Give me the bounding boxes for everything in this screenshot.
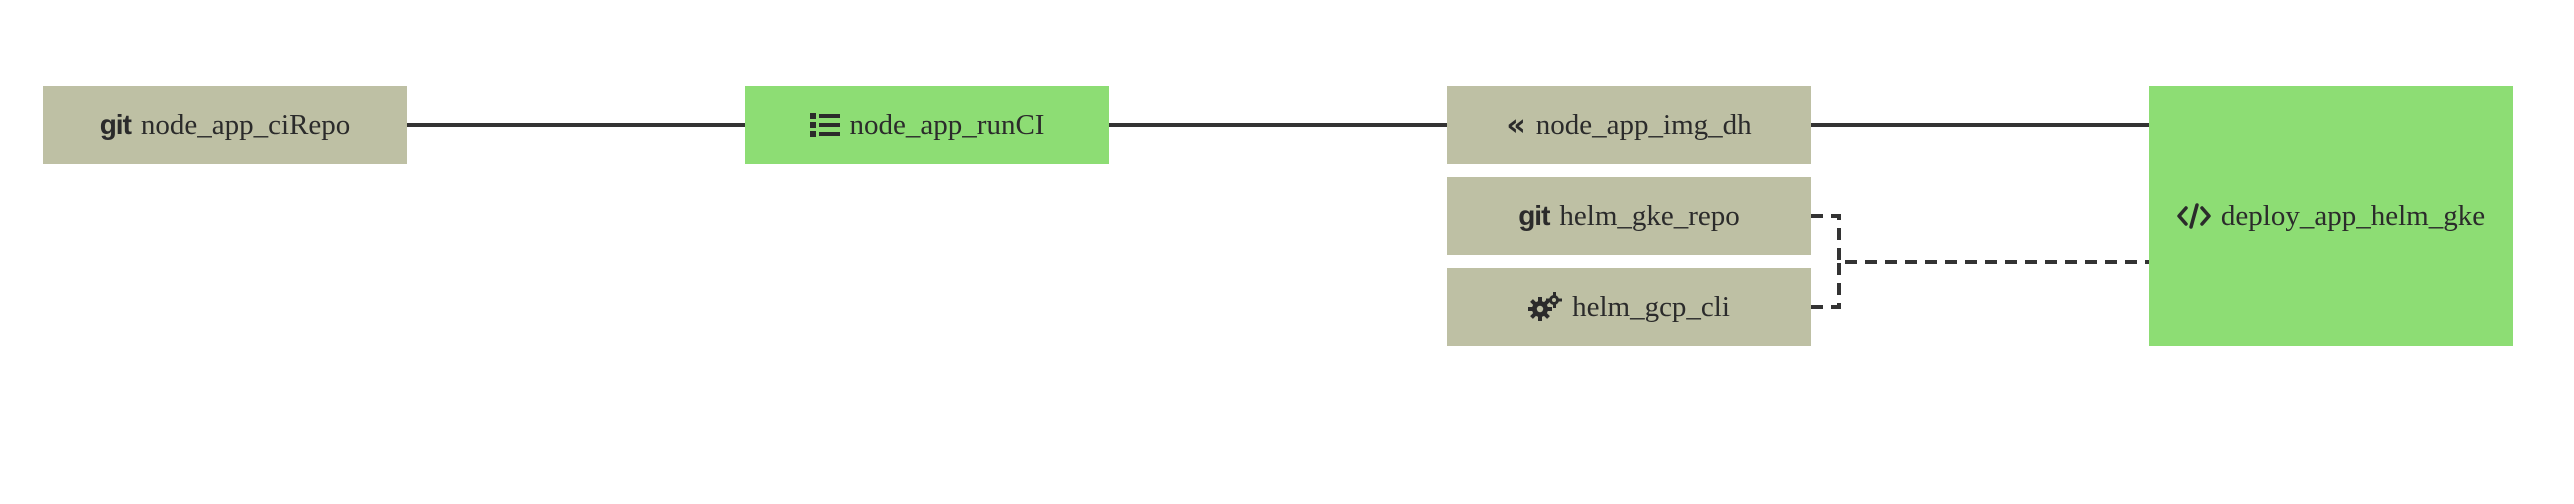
git-icon: git <box>1518 200 1550 231</box>
node-label: node_app_runCI <box>849 108 1045 141</box>
node-app-ci-repo[interactable]: git node_app_ciRepo <box>43 86 407 164</box>
helm-gcp-cli[interactable]: helm_gcp_cli <box>1447 268 1811 346</box>
edge-helm-gke-repo-to-deploy <box>1811 214 2149 264</box>
list-icon <box>809 112 840 138</box>
node-label: node_app_img_dh <box>1535 108 1752 141</box>
git-icon: git <box>99 109 132 140</box>
helm-gke-repo[interactable]: git helm_gke_repo <box>1447 177 1811 255</box>
deploy-app-helm-gke[interactable]: deploy_app_helm_gke <box>2149 86 2513 346</box>
node-app-img-dh[interactable]: « node_app_img_dh <box>1447 86 1811 164</box>
node-label: helm_gcp_cli <box>1572 290 1730 323</box>
gears-icon <box>1528 292 1563 322</box>
node-label: helm_gke_repo <box>1559 199 1740 232</box>
double-chevron-left-icon: « <box>1506 107 1526 143</box>
edge-helm-gcp-cli-to-deploy <box>1811 262 1841 309</box>
node-label: node_app_ciRepo <box>140 108 351 141</box>
node-app-run-ci[interactable]: node_app_runCI <box>745 86 1109 164</box>
node-label: deploy_app_helm_gke <box>2220 199 2486 232</box>
code-icon <box>2177 203 2211 229</box>
